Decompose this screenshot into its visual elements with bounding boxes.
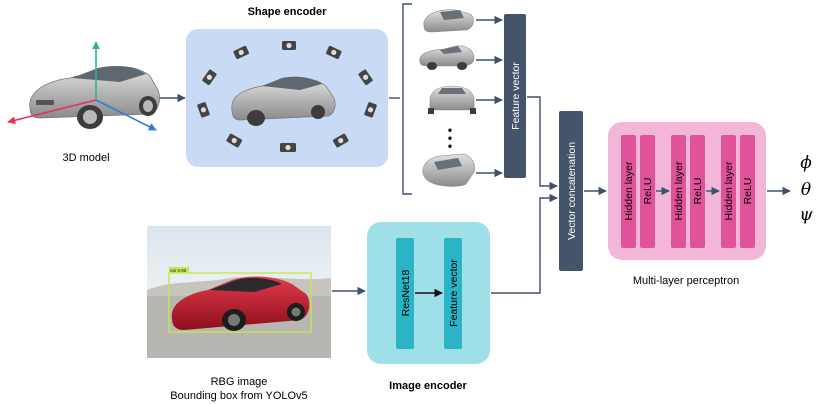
view-car-icon <box>428 85 476 114</box>
view-car-icon <box>419 45 475 70</box>
view-car-icon <box>423 9 474 33</box>
output-phi: ϕ <box>800 153 812 173</box>
mlp-label: Multi-layer perceptron <box>633 275 739 287</box>
camera-icon <box>358 69 373 86</box>
3d-car-icon <box>29 66 160 129</box>
views-ellipsis-2: • <box>448 131 452 145</box>
vector-concatenation-block <box>559 111 583 271</box>
label-3d-model: 3D model <box>62 152 109 164</box>
camera-icons <box>197 41 377 152</box>
rbg-label-line1: RBG image <box>211 376 268 388</box>
image-encoder-group: ResNet18 Feature vector Image encoder <box>367 222 490 392</box>
hidden-layer-1-block <box>621 135 636 248</box>
relu-2-block <box>690 135 705 248</box>
camera-icon <box>326 45 342 59</box>
resnet-label: ResNet18 <box>400 270 412 317</box>
relu-3-label: ReLU <box>742 178 754 205</box>
hidden-layer-2-label: Hidden layer <box>673 161 685 220</box>
camera-icon <box>282 41 296 50</box>
views-ellipsis-3: • <box>448 139 452 153</box>
red-car-icon <box>171 276 310 331</box>
hidden-layer-1-label: Hidden layer <box>623 161 635 220</box>
rbg-label-line2: Bounding box from YOLOv5 <box>170 390 307 402</box>
views-ellipsis-1: • <box>448 123 452 137</box>
camera-icon <box>226 133 243 148</box>
feature-vector-top-block <box>504 14 526 178</box>
rendered-views: • • • <box>419 9 476 187</box>
hidden-layer-3-block <box>721 135 736 248</box>
resnet-block <box>396 238 414 349</box>
relu-1-block <box>640 135 655 248</box>
camera-icon <box>233 45 249 59</box>
yolo-tag-label: car 0.90 <box>170 268 187 273</box>
arrow-image-encoder-to-concat <box>491 193 558 294</box>
yolo-bounding-box <box>168 272 312 333</box>
axis-x-line <box>7 99 97 125</box>
view-car-icon <box>422 153 475 187</box>
encoder-car-icon <box>231 76 336 126</box>
camera-icon <box>364 102 377 118</box>
output-theta: θ <box>801 180 811 200</box>
feature-vector-bottom-block <box>444 238 462 349</box>
camera-icon <box>202 69 217 86</box>
feature-vector-top-label: Feature vector <box>510 62 522 130</box>
relu-2-label: ReLU <box>692 178 704 205</box>
image-encoder-title: Image encoder <box>389 380 467 392</box>
camera-icon <box>332 133 349 148</box>
vector-concatenation-label: Vector concatenation <box>566 142 578 240</box>
output-psi: ψ <box>799 205 813 225</box>
hidden-layer-3-label: Hidden layer <box>723 161 735 220</box>
yolo-tag-bg <box>169 267 189 273</box>
arrow-feature-to-concat <box>527 96 558 191</box>
arrows-views-to-feature <box>476 15 503 178</box>
camera-icon <box>197 102 210 118</box>
relu-3-block <box>740 135 755 248</box>
feature-vector-bottom-label: Feature vector <box>448 259 460 327</box>
shape-encoder-group: Shape encoder <box>186 6 388 167</box>
relu-1-label: ReLU <box>642 178 654 205</box>
camera-icon <box>280 143 296 152</box>
mlp-group: Hidden layer ReLU Hidden layer ReLU Hidd… <box>608 122 766 287</box>
hidden-layer-2-block <box>671 135 686 248</box>
3d-model-group: 3D model <box>7 41 160 164</box>
shape-encoder-title: Shape encoder <box>248 6 328 18</box>
rbg-image-group: car 0.90 RBG image Bounding box from YOL… <box>147 226 331 402</box>
views-bracket <box>402 3 412 195</box>
axis-z-line <box>95 99 157 131</box>
